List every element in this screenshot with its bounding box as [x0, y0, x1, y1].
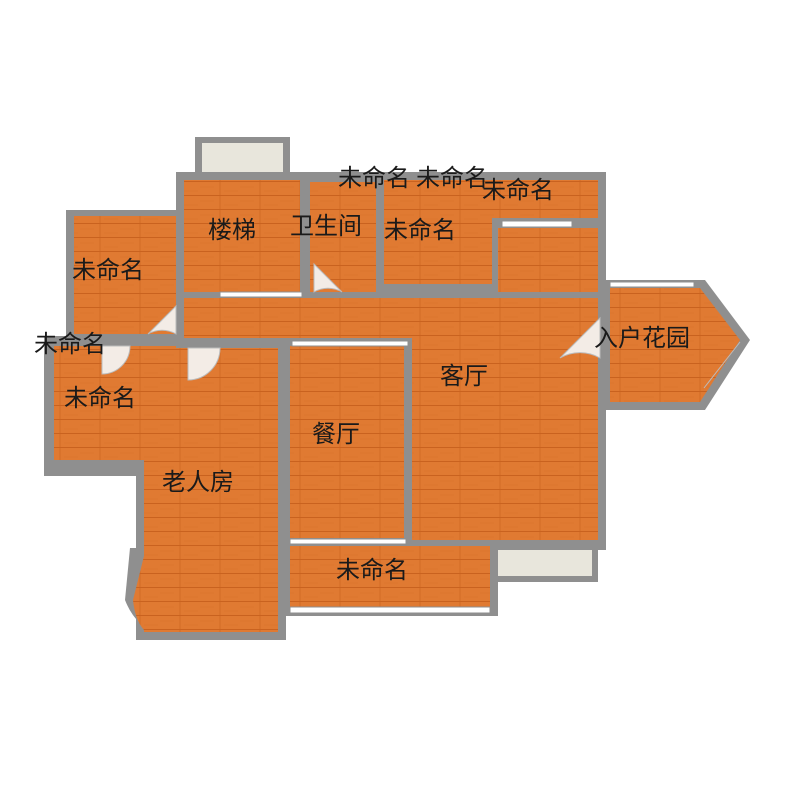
room-labels: 楼梯 卫生间 未命名 未命名 未命名 未命名 未命名 未命名 未命名 客厅 餐厅… [34, 164, 690, 584]
floor-room-bottom [290, 546, 490, 608]
label-stairs: 楼梯 [208, 216, 256, 244]
label-room-left-top: 未命名 [72, 256, 144, 284]
label-elder-room: 老人房 [162, 468, 234, 496]
floor-room-right [498, 228, 598, 292]
floor-room-top-1 [384, 180, 492, 284]
balcony-top [195, 137, 290, 175]
door-entry [559, 316, 601, 359]
floor-elder-room [144, 348, 278, 632]
floor-room-left-top [74, 216, 176, 334]
floor-living-room [412, 298, 598, 540]
floor-bay-window [133, 556, 144, 630]
label-living-room: 客厅 [440, 362, 488, 390]
doors [101, 262, 741, 389]
floor-room-top-right [476, 180, 598, 218]
door-left-top [147, 304, 177, 335]
door-left-low [101, 345, 131, 375]
label-room-top-1: 未命名 [338, 164, 410, 192]
label-room-mid: 未命名 [384, 216, 456, 244]
label-room-top-right: 未命名 [482, 176, 554, 204]
floor-dining-room [290, 346, 404, 538]
label-room-bottom: 未命名 [336, 556, 408, 584]
label-dining-room: 餐厅 [312, 420, 360, 448]
door-elder-room [187, 347, 221, 381]
door-entry-garden [703, 341, 741, 389]
label-room-left-mid: 未命名 [34, 330, 106, 358]
door-bathroom [313, 262, 343, 293]
label-bathroom: 卫生间 [290, 212, 362, 240]
windows [219, 220, 695, 614]
floor-entry-garden [610, 288, 740, 402]
floor-stairs [184, 180, 300, 292]
label-room-left-low: 未命名 [64, 384, 136, 412]
floors [54, 180, 740, 632]
label-room-top-2: 未命名 [416, 164, 488, 192]
label-entry-garden: 入户花园 [594, 324, 690, 352]
